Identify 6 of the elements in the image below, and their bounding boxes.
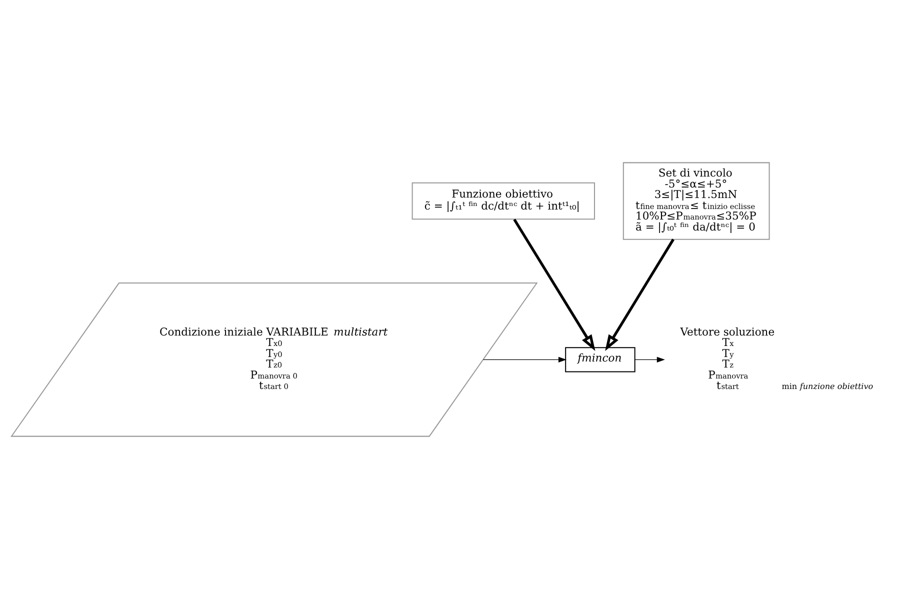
arrow [605, 238, 674, 351]
node-box: fmincon [565, 346, 636, 372]
node-box: Funzione obiettivo c̃ = |∫ₜ₁ᵗ ᶠⁱⁿ dc/dtⁿᶜ dt + intᵗ¹ₜ₀| [412, 182, 595, 220]
arrow [513, 218, 596, 350]
arrow [483, 356, 567, 362]
arrow [634, 356, 665, 362]
